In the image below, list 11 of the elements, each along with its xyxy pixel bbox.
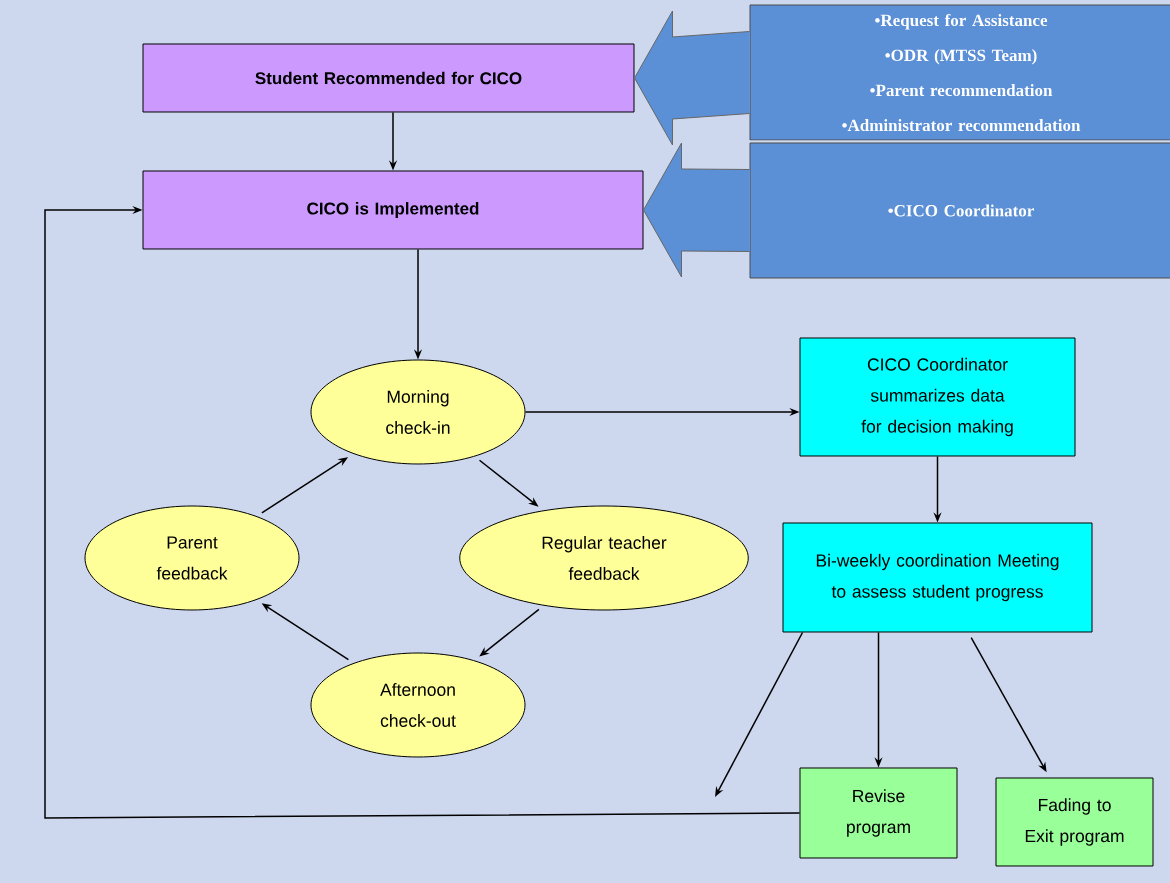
block-arrow [634,10,750,146]
process-box: Bi-weekly coordination Meeting to assess student progress [782,522,1093,633]
process-box: Student Recommended for CICO [142,43,635,113]
process-box: •CICO Coordinator [749,142,1170,279]
process-box: CICO is Implemented [142,170,644,250]
arrow [44,205,801,819]
process-box: Fading to Exit program [995,777,1154,867]
process-box: •Request for Assistance •ODR (MTSS Team) •Parent recommendation •Administrator recommendation [749,4,1170,141]
process-box: CICO Coordinator summarizes data for decision making [799,337,1076,457]
block-arrow [643,142,750,278]
process-box: Revise program [799,767,958,859]
